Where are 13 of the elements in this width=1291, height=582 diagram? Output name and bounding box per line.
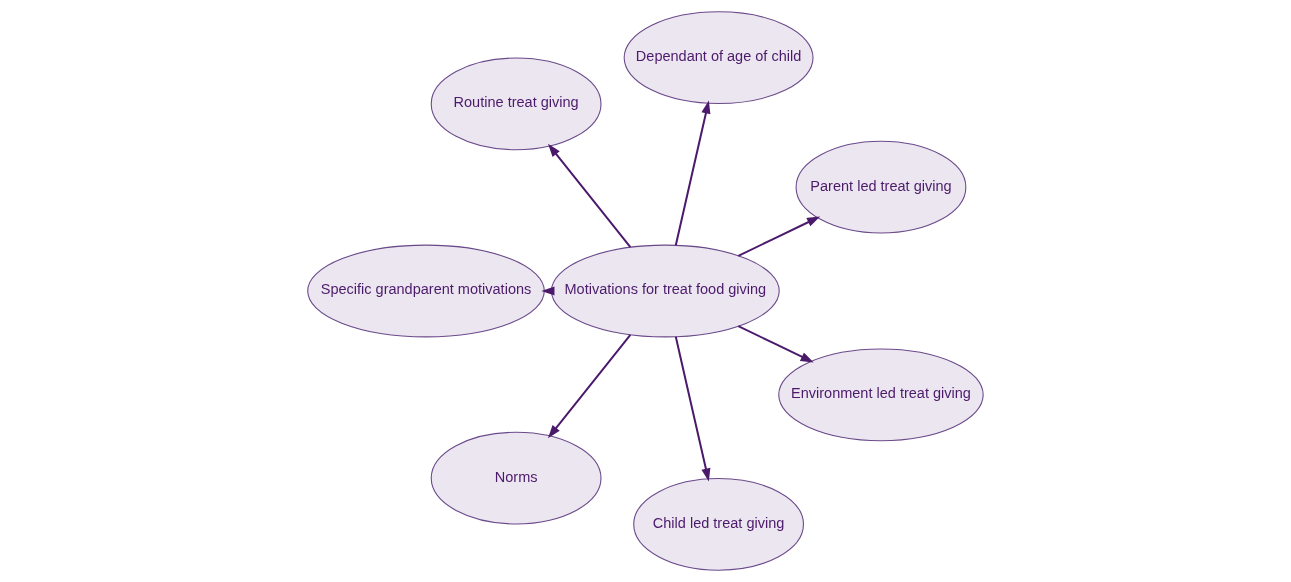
node-ellipse: Parent led treat giving	[795, 140, 967, 234]
node-ellipse: Dependant of age of child	[623, 11, 814, 105]
arrow	[547, 333, 632, 439]
node-ellipse: Specific grandparent motivations	[307, 244, 545, 338]
arrow	[547, 143, 632, 249]
arrow	[737, 216, 821, 257]
node-ellipse: Environment led treat giving	[778, 348, 984, 442]
arrow	[737, 325, 814, 363]
node-ellipse: Child led treat giving	[633, 477, 804, 571]
node-ellipse: Norms	[430, 431, 602, 525]
arrow	[674, 335, 711, 482]
node-ellipse: Routine treat giving	[430, 57, 602, 151]
arrow	[674, 100, 711, 247]
